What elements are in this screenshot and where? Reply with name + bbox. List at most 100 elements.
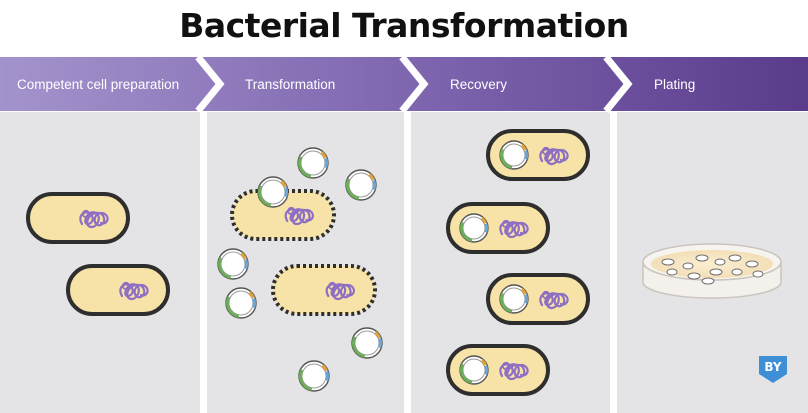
plasmid-gene [368,173,375,181]
step-banner: Competent cell preparation Transformatio… [0,54,808,114]
plasmid-gene [374,331,381,339]
plasmid-inner [301,363,327,389]
plasmid-inner [348,172,374,198]
bacterial-cell [26,192,130,244]
bacterial-colony [666,268,678,276]
plasmid-gene [460,363,473,384]
plasmid-gene [520,144,527,151]
bacterial-colony [709,268,723,276]
petri-dish [642,243,782,299]
plasmid-gene [240,252,247,260]
bacterial-cell [446,344,550,396]
plasmid-gene [520,288,527,295]
chromosome-loop [328,281,337,291]
free-plasmid [217,248,249,280]
cell-membrane [66,264,170,316]
plasmid-gene [321,364,328,372]
plasmid-gene [299,369,313,391]
bacterial-cell [66,264,170,316]
bacterial-colony [752,270,764,278]
internal-plasmid [499,284,529,314]
plasmid-gene [480,217,487,224]
chromosome-loop [287,206,296,216]
chromosome [539,148,569,166]
bacterial-colony [687,272,701,280]
plasmid-gene [480,359,487,366]
chromosome-loop [121,281,131,291]
plasmid-gene [325,370,329,382]
plasmid-gene [500,148,513,169]
cell-membrane [271,264,377,316]
chromosome [539,292,569,310]
internal-plasmid [459,213,489,243]
plasmid-gene [284,186,288,198]
chromosome-loop [501,361,511,371]
bacterial-colony [701,277,715,285]
panel-competent [0,112,200,413]
plasmid-gene [352,336,366,358]
plasmid-gene [484,223,488,233]
plasmid-gene [298,156,312,178]
plasmid-inner [502,143,526,167]
bacterial-cell [446,202,550,254]
bacterial-colony [714,258,726,266]
chromosome [325,283,356,301]
cell-membrane [26,192,130,244]
plasmid-inner [354,330,380,356]
plasmid-gene [460,221,473,242]
shield-icon [759,356,787,383]
chromosome-loop [501,219,511,229]
plasmid-inner [462,358,486,382]
chromosome [499,221,529,239]
plasmid-gene [320,151,327,159]
colonies [661,254,764,285]
plasmid-inner [300,150,326,176]
watermark-logo: BY [759,356,787,383]
chromosome [119,283,149,301]
plasmid-inner [502,287,526,311]
free-plasmid [345,169,377,201]
bacterial-colony [728,254,742,262]
chromosome-loop [81,209,91,219]
cells-layer [26,129,590,396]
bacterial-cell [486,129,590,181]
plasmid-gene [346,178,360,200]
bacterial-colony [695,254,709,262]
bacterial-cell [271,264,377,316]
plasmid-gene [378,337,382,349]
plasmid-gene [280,180,287,188]
free-plasmid [225,287,257,319]
plasmid-gene [252,297,256,309]
plasmid-inner [260,179,286,205]
chromosome [79,211,109,229]
free-plasmid [257,176,289,208]
chromosome [284,208,315,226]
internal-plasmid [499,140,529,170]
plasmid-gene [244,258,248,270]
agar-surface [651,250,773,278]
free-plasmids-layer [217,147,383,392]
chromosome-loop [541,290,551,300]
plasmid-gene [226,296,240,318]
bacterial-colony [661,258,675,266]
watermark-text: BY [764,360,781,374]
chevron-divider [603,54,633,114]
plasmid-gene [258,185,272,207]
bacterial-colony [731,268,743,276]
free-plasmid [351,327,383,359]
plasmid-gene [324,157,328,169]
plasmid-inner [228,290,254,316]
chevron-divider [195,54,225,114]
chevron-divider [399,54,429,114]
chromosome [499,363,529,381]
bacterial-colony [745,260,759,268]
plasmid-inner [220,251,246,277]
bacterial-cell [486,273,590,325]
step-label-competent: Competent cell preparation [17,77,179,92]
plasmid-gene [372,179,376,191]
chromosome-loop [541,146,551,156]
step-label-plating: Plating [654,77,695,92]
internal-plasmid [459,355,489,385]
plasmid-gene [484,365,488,375]
